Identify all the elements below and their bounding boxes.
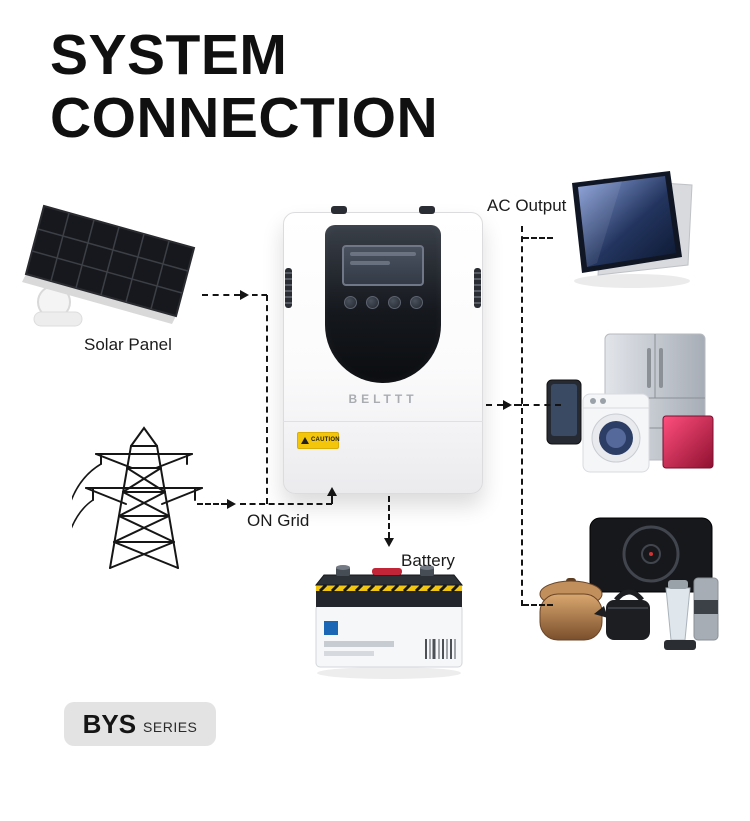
inverter-vent bbox=[285, 268, 292, 309]
ac-output-bus-line bbox=[521, 226, 523, 606]
arrow-grid-to-inverter-line bbox=[331, 495, 333, 504]
arrow-solar-to-inverter-line bbox=[202, 294, 240, 296]
inverter-button bbox=[365, 295, 379, 309]
arrowhead-right-icon bbox=[503, 400, 512, 410]
arrow-solar-to-inverter-line bbox=[266, 295, 268, 504]
inverter-button bbox=[387, 295, 401, 309]
arrowhead-right-icon bbox=[227, 499, 236, 509]
branch-to-tablet-line bbox=[523, 237, 553, 239]
inverter-image: BELTTT CAUTION bbox=[283, 206, 483, 494]
branch-to-appliances-line bbox=[523, 404, 561, 406]
power-grid-tower-icon bbox=[72, 422, 217, 570]
arrow-solar-to-inverter-line bbox=[252, 294, 267, 296]
series-suffix: SERIES bbox=[143, 718, 198, 735]
arrow-inverter-to-ac-line bbox=[514, 404, 522, 406]
arrowhead-up-icon bbox=[327, 487, 337, 496]
inverter-button bbox=[409, 295, 423, 309]
arrow-grid-to-inverter-line bbox=[197, 503, 227, 505]
caution-sticker-label: CAUTION bbox=[311, 437, 340, 444]
arrow-grid-to-inverter-line bbox=[240, 503, 332, 505]
lcd-readout-line bbox=[350, 252, 416, 257]
warning-triangle-icon bbox=[301, 436, 309, 444]
solar-panel-label: Solar Panel bbox=[84, 335, 172, 354]
on-grid-label: ON Grid bbox=[247, 511, 310, 530]
arrowhead-down-icon bbox=[384, 538, 394, 547]
battery-image bbox=[308, 563, 470, 681]
inverter-brand-logo: BELTTT bbox=[348, 392, 418, 407]
home-appliances-image bbox=[543, 328, 715, 476]
inverter-buttons bbox=[325, 295, 441, 309]
branch-to-kitchen-line bbox=[523, 604, 553, 606]
inverter-top-knob bbox=[419, 206, 435, 214]
kitchen-appliances-image bbox=[538, 514, 720, 656]
ac-output-label: AC Output bbox=[487, 196, 567, 215]
lcd-readout-line bbox=[350, 261, 390, 266]
title-line-2: CONNECTION bbox=[50, 85, 439, 150]
inverter-seam bbox=[283, 420, 483, 422]
series-badge: BYS SERIES bbox=[64, 702, 216, 746]
caution-sticker: CAUTION bbox=[297, 431, 340, 449]
inverter-vent bbox=[474, 268, 481, 309]
arrow-inverter-to-ac-line bbox=[486, 404, 503, 406]
battery-label: Battery bbox=[401, 551, 455, 570]
arrowhead-right-icon bbox=[240, 290, 249, 300]
inverter-lcd-screen bbox=[342, 245, 424, 287]
solar-panel-image bbox=[22, 198, 207, 338]
title-line-1: SYSTEM bbox=[50, 23, 288, 87]
arrow-inverter-to-battery-line bbox=[388, 496, 390, 538]
page-title: SYSTEM CONNECTION bbox=[50, 24, 438, 149]
inverter-front-panel bbox=[325, 224, 441, 383]
inverter-top-knob bbox=[331, 206, 347, 214]
tablet-image bbox=[552, 165, 702, 293]
series-name: BYS bbox=[82, 708, 137, 739]
inverter-button bbox=[343, 295, 357, 309]
